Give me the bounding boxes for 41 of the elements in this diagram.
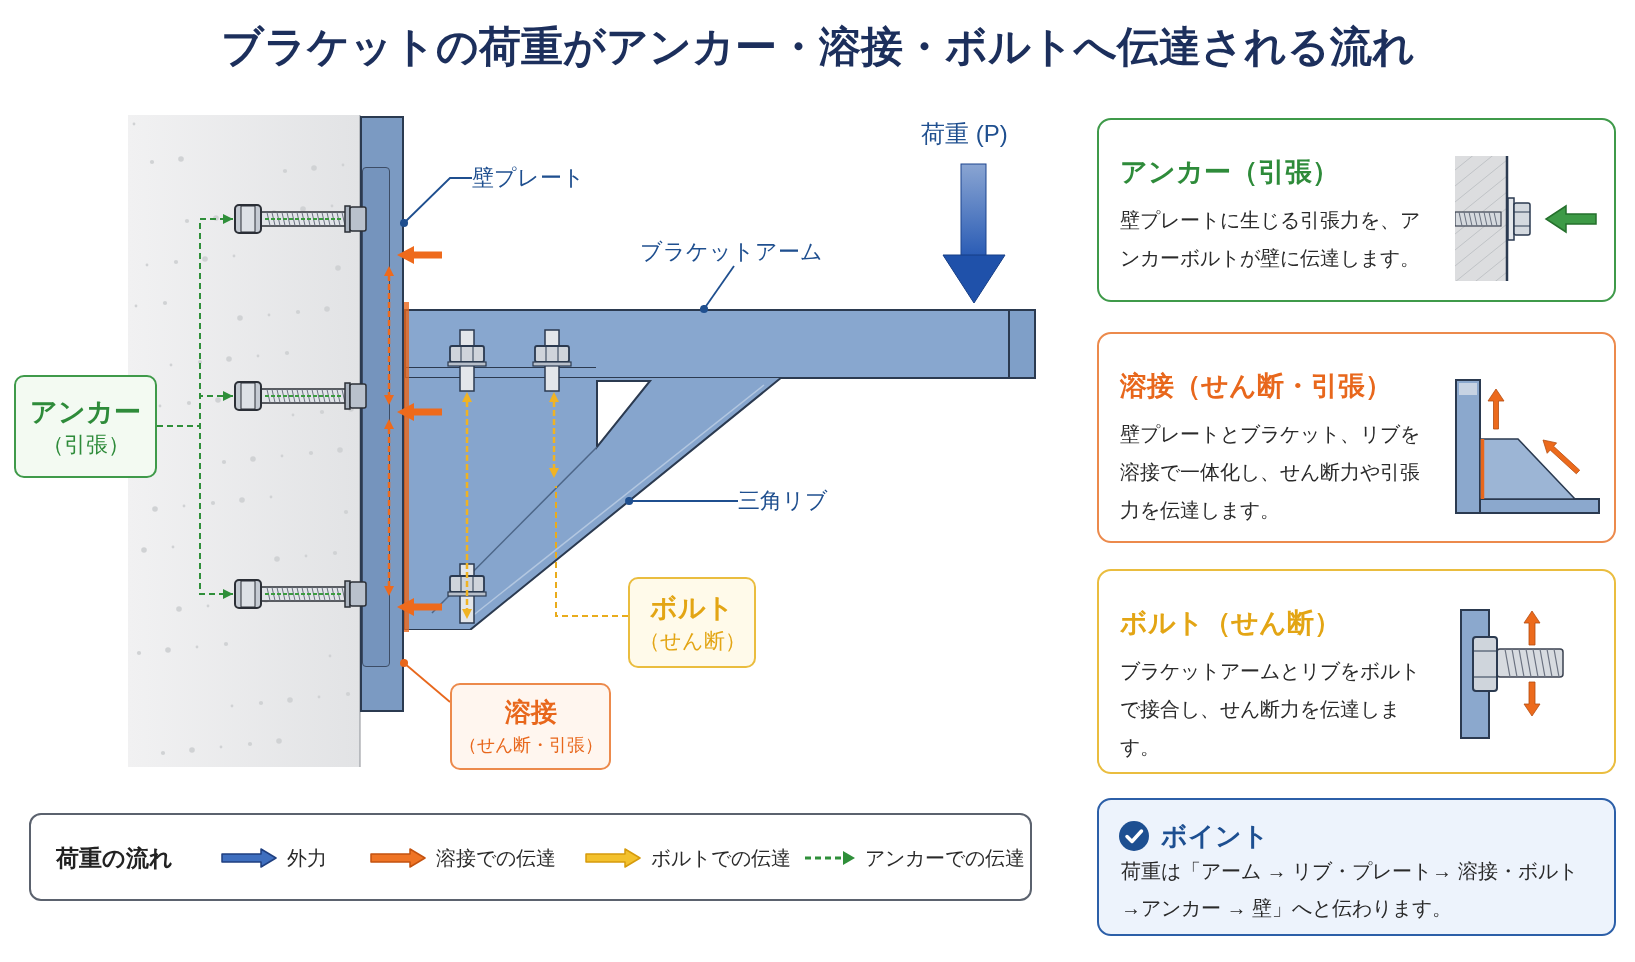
callout: [450, 683, 611, 770]
legend-text: アンカーでの伝達: [865, 846, 1025, 871]
panel-text: 壁プレートに生じる引張力を、アンカーボルトが壁に伝達します。: [1120, 208, 1421, 271]
panel-text: ブラケットアームとリブをボルトで接合し、せん断力を伝達します。: [1120, 659, 1421, 760]
panel-heading: 溶接（せん断・引張）: [1120, 370, 1392, 403]
anchor-bolt: [233, 203, 369, 235]
leader-line: [625, 496, 739, 506]
load-label: 荷重 (P): [921, 119, 1008, 149]
note-panel: [1097, 798, 1616, 936]
part-label: ブラケットアーム: [640, 238, 823, 266]
callout-subtitle: （せん断）: [638, 627, 746, 654]
panel-text: 壁プレートとブラケット、リブを溶接で一体化し、せん断力や引張力を伝達します。: [1120, 422, 1421, 523]
legend-text: 外力: [287, 846, 327, 871]
info-panel: [1097, 332, 1616, 543]
anchor-bolt: [233, 380, 369, 412]
panel-heading: アンカー（引張）: [1120, 156, 1339, 189]
callout-subtitle: （引張）: [41, 430, 130, 459]
callout-title: ボルト: [650, 591, 734, 625]
wall-plate: [360, 116, 404, 712]
legend-text: ボルトでの伝達: [651, 846, 791, 871]
panel-heading: ボイント: [1161, 820, 1269, 852]
legend-title: 荷重の流れ: [56, 844, 173, 873]
callout-title: 溶接: [504, 695, 557, 729]
info-panel: [1097, 118, 1616, 302]
anchor-bolt: [233, 578, 369, 610]
part-label: 壁プレート: [472, 164, 585, 192]
callout-title: アンカー: [30, 395, 141, 429]
legend-text: 溶接での伝達: [436, 846, 556, 871]
panel-text: 荷重は「アーム → リブ・プレート→ 溶接・ボルト →アンカー → 壁」へと伝わります。: [1121, 859, 1579, 921]
info-panel: [1097, 569, 1616, 774]
callout-subtitle: （せん断・引張）: [458, 733, 603, 757]
leader-line: [399, 658, 451, 703]
diagram-title: ブラケットの荷重がアンカー・溶接・ボルトへ伝達される流れ: [220, 22, 1415, 72]
callout: [628, 577, 756, 668]
leader-line: [699, 265, 735, 314]
leader-line: [399, 177, 473, 228]
panel-heading: ボルト（せん断）: [1120, 607, 1341, 640]
part-label: 三角リブ: [738, 487, 828, 515]
leader-line: [555, 485, 629, 617]
callout: [14, 375, 157, 478]
dashed-arrow: [156, 425, 234, 599]
